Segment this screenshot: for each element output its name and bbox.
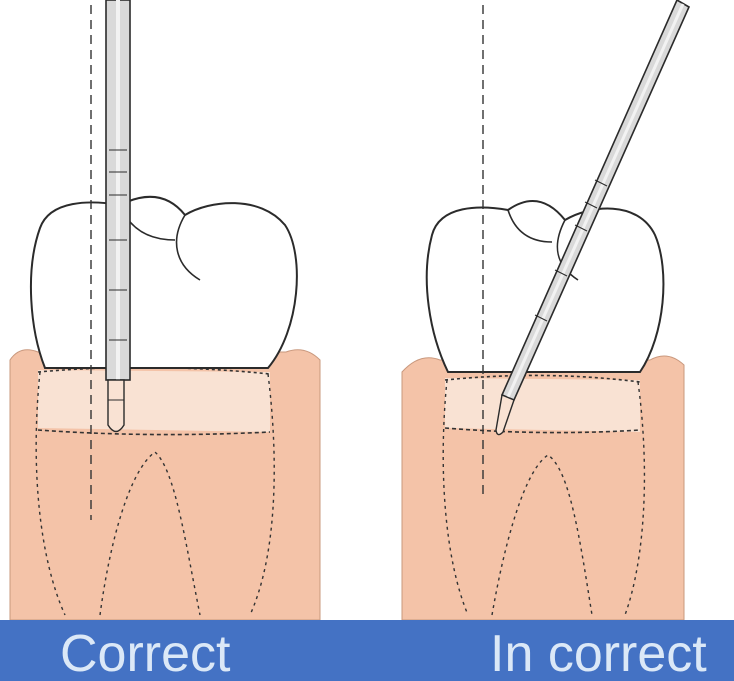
caption-incorrect: In correct (490, 626, 707, 681)
panel-correct (10, 0, 320, 620)
caption-correct: Correct (60, 626, 230, 681)
panel-incorrect (402, 0, 689, 620)
tooth-crown-left (31, 197, 297, 368)
pocket-zone-right (445, 378, 640, 432)
probe-angulation-diagram (0, 0, 734, 620)
tooth-crown-right (427, 201, 664, 372)
pocket-zone-left (38, 370, 270, 432)
periodontal-probe-left (106, 0, 130, 432)
